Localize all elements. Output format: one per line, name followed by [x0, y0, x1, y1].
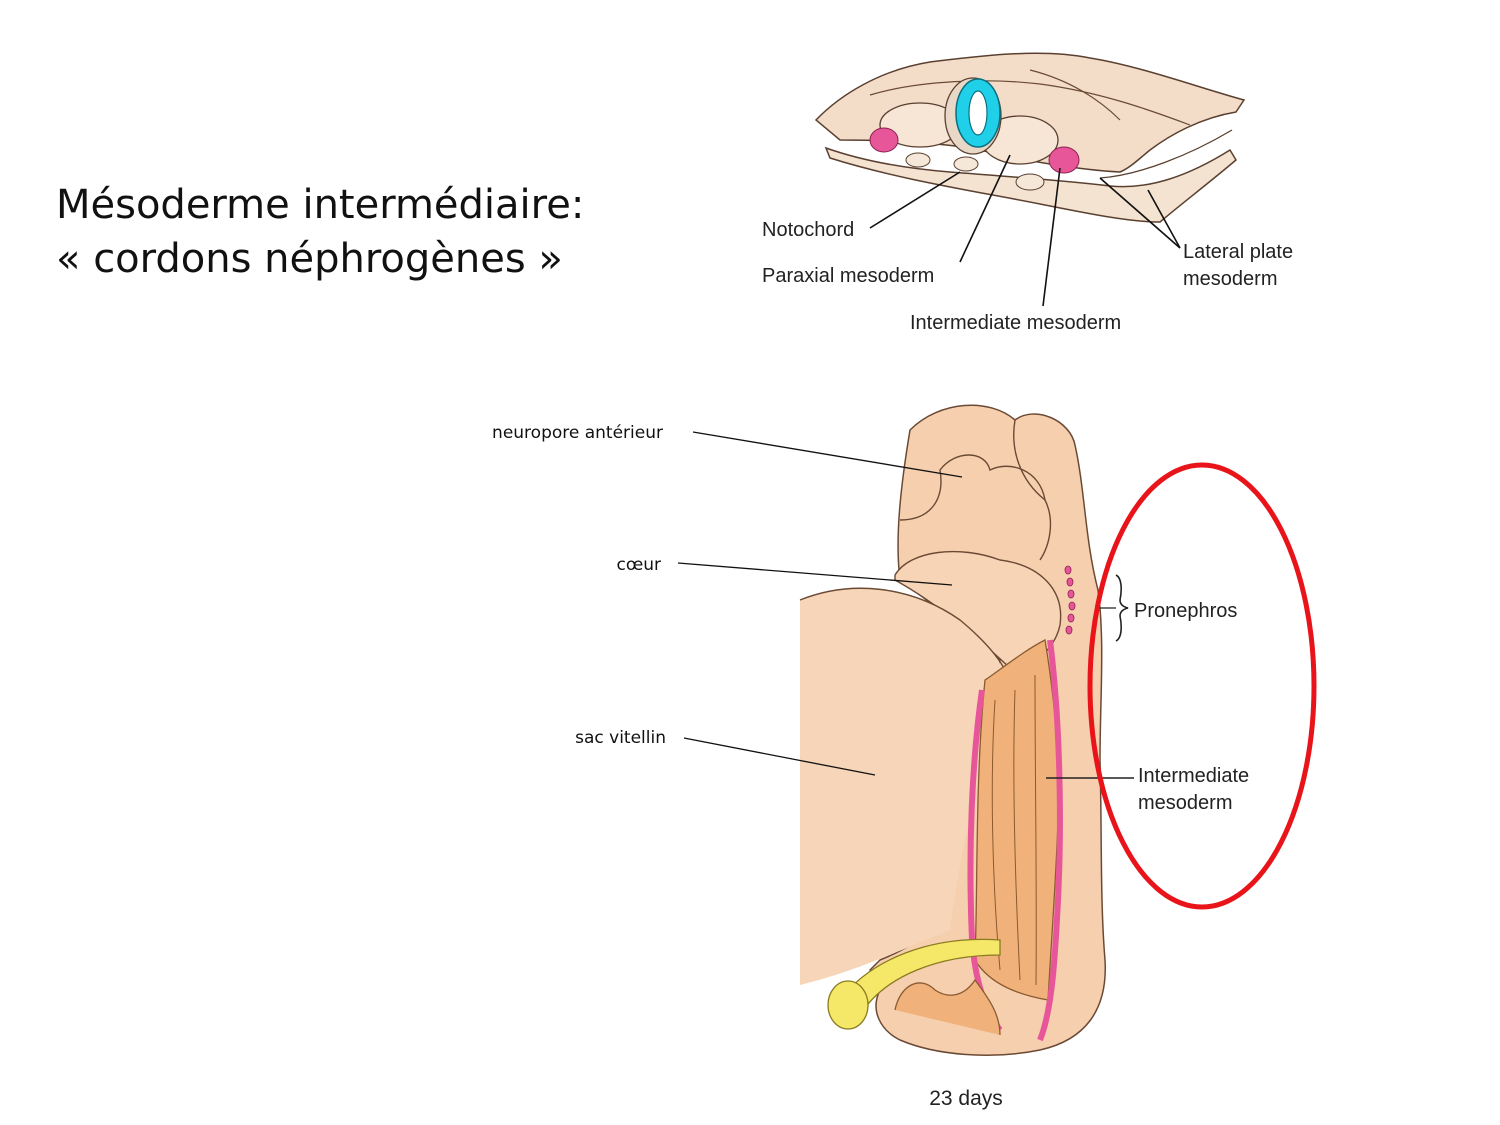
notochord-lumen [968, 90, 988, 136]
yolk-duct-end [827, 980, 869, 1030]
leader-neuropore [692, 431, 963, 478]
leader-intermediate [1042, 167, 1061, 307]
intermediate-mesoderm-left [869, 127, 899, 153]
intermediate-mesoderm-strip-outer [1037, 639, 1063, 1042]
label-sac-vitellin: sac vitellin [575, 728, 666, 748]
leader-sac-vitellin [683, 737, 876, 776]
lateral-plate-split [1099, 129, 1233, 179]
title-line-1: Mésoderme intermédiaire: [56, 182, 585, 228]
somite-lines [991, 674, 1037, 986]
label-paraxial-mesoderm: Paraxial mesoderm [762, 265, 934, 287]
head-fold-2 [1013, 419, 1052, 561]
leader-coeur [677, 562, 953, 586]
cross-section-diagram: Notochord Paraxial mesoderm Intermediate… [762, 52, 1293, 334]
fold-line-1 [869, 80, 1191, 126]
caption-23-days: 23 days [929, 1087, 1003, 1110]
yolk-sac-edge [799, 587, 1013, 686]
highlight-ellipse [1087, 462, 1317, 910]
label-intermediate-mesoderm-top: Intermediate mesoderm [910, 312, 1121, 334]
leader-paraxial [959, 154, 1011, 263]
blob-1 [905, 152, 931, 168]
label-intermediate-embryo-2: mesoderm [1138, 792, 1232, 814]
embryo-diagram: neuropore antérieur cœur sac vitellin Pr… [492, 404, 1317, 1110]
label-pronephros: Pronephros [1134, 600, 1237, 622]
blob-3 [1015, 173, 1045, 191]
title-line-2: « cordons néphrogènes » [56, 236, 563, 282]
pronephros-dots [1064, 565, 1076, 635]
leader-lateral-2 [1147, 189, 1181, 249]
fold-line-2 [1029, 69, 1121, 121]
label-lateral-plate-2: mesoderm [1183, 268, 1277, 290]
yolk-sac [800, 588, 1010, 985]
pronephros-bracket [1115, 574, 1129, 642]
slide-title: Mésoderme intermédiaire: « cordons néphr… [56, 178, 584, 286]
label-intermediate-embryo-1: Intermediate [1138, 765, 1249, 787]
head-fold-1 [899, 454, 1046, 521]
label-notochord: Notochord [762, 219, 854, 241]
intermediate-mesoderm-right [1048, 146, 1080, 174]
blob-2 [953, 156, 979, 172]
leader-lateral-1 [1099, 177, 1181, 249]
label-coeur: cœur [616, 555, 661, 575]
label-lateral-plate-1: Lateral plate [1183, 241, 1293, 263]
leader-notochord [869, 171, 961, 229]
tail-fold [894, 978, 1001, 1036]
label-neuropore: neuropore antérieur [492, 423, 663, 443]
